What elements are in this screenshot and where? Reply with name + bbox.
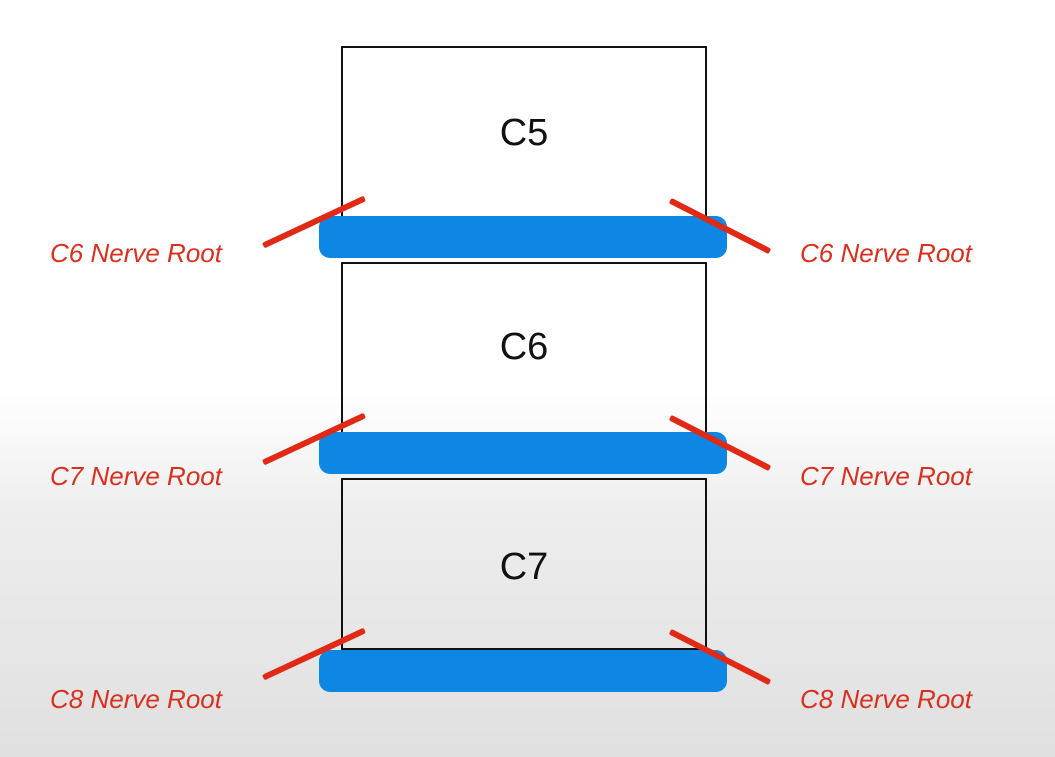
nerve-label-c7-left: C7 Nerve Root bbox=[50, 461, 222, 491]
disc-c6-c7 bbox=[319, 432, 727, 474]
vertebra-c6: C6 bbox=[341, 262, 707, 434]
vertebra-c7-label: C7 bbox=[499, 546, 549, 588]
disc-c7-t1 bbox=[319, 650, 727, 692]
nerve-label-c8-left: C8 Nerve Root bbox=[50, 684, 222, 714]
vertebra-c6-label: C6 bbox=[499, 326, 549, 368]
disc-c5-c6 bbox=[319, 216, 727, 258]
nerve-label-c7-right: C7 Nerve Root bbox=[800, 461, 972, 491]
vertebra-c7: C7 bbox=[341, 478, 707, 650]
vertebra-c5: C5 bbox=[341, 46, 707, 218]
nerve-label-c6-right: C6 Nerve Root bbox=[800, 238, 972, 268]
nerve-label-c6-left: C6 Nerve Root bbox=[50, 238, 222, 268]
nerve-label-c8-right: C8 Nerve Root bbox=[800, 684, 972, 714]
vertebra-c5-label: C5 bbox=[499, 112, 549, 154]
